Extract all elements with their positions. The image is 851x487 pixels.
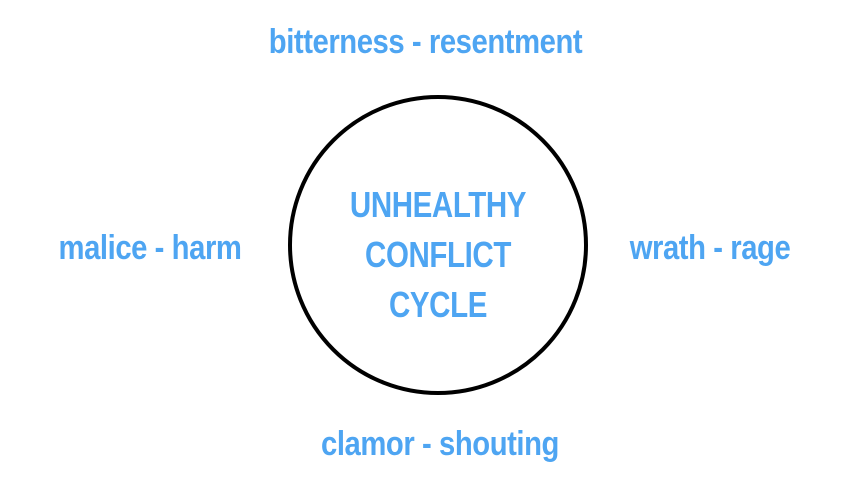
center-title-line-3: CYCLE <box>388 284 487 325</box>
center-title: UNHEALTHY CONFLICT CYCLE <box>315 180 561 330</box>
center-title-line-1: UNHEALTHY <box>349 184 527 225</box>
right-label-wrath: wrath - rage <box>629 229 791 267</box>
cycle-circle <box>288 95 588 395</box>
left-label-malice: malice - harm <box>58 229 242 267</box>
top-label-bitterness: bitterness - resentment <box>268 23 583 61</box>
bottom-label-clamor: clamor - shouting <box>320 425 559 463</box>
center-title-line-2: CONFLICT <box>365 234 511 275</box>
